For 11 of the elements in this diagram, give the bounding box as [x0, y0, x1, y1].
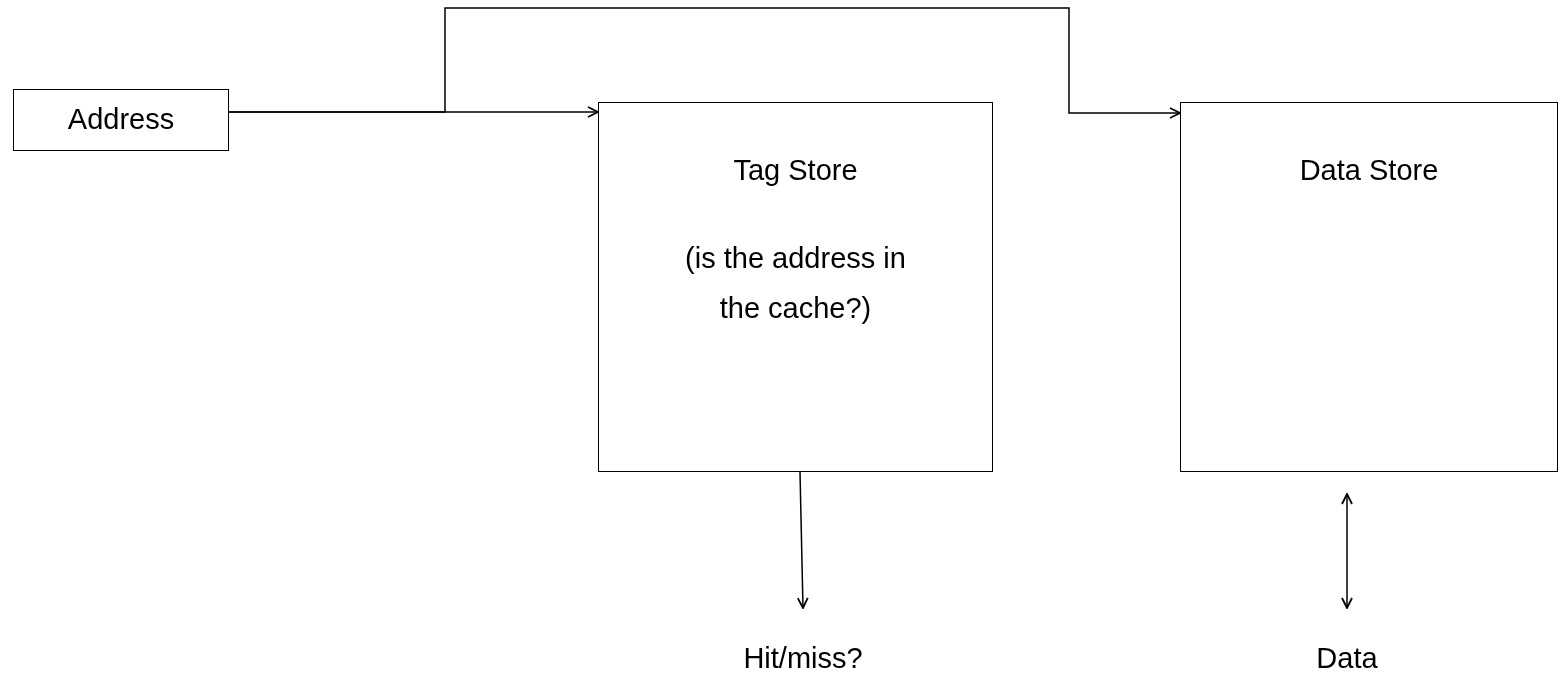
box-title: Tag Store [732, 153, 859, 188]
input-box: Address [13, 89, 229, 151]
store-box [1180, 102, 1558, 472]
arrow [1341, 493, 1353, 609]
store-box [598, 102, 993, 472]
box-description: (is the address in the cache?) [684, 241, 907, 326]
output-label: Data [1316, 641, 1378, 673]
arrow [796, 471, 809, 609]
output-label: Hit/miss? [743, 641, 863, 673]
box-title: Data Store [1298, 153, 1440, 188]
arrow [228, 7, 1181, 119]
